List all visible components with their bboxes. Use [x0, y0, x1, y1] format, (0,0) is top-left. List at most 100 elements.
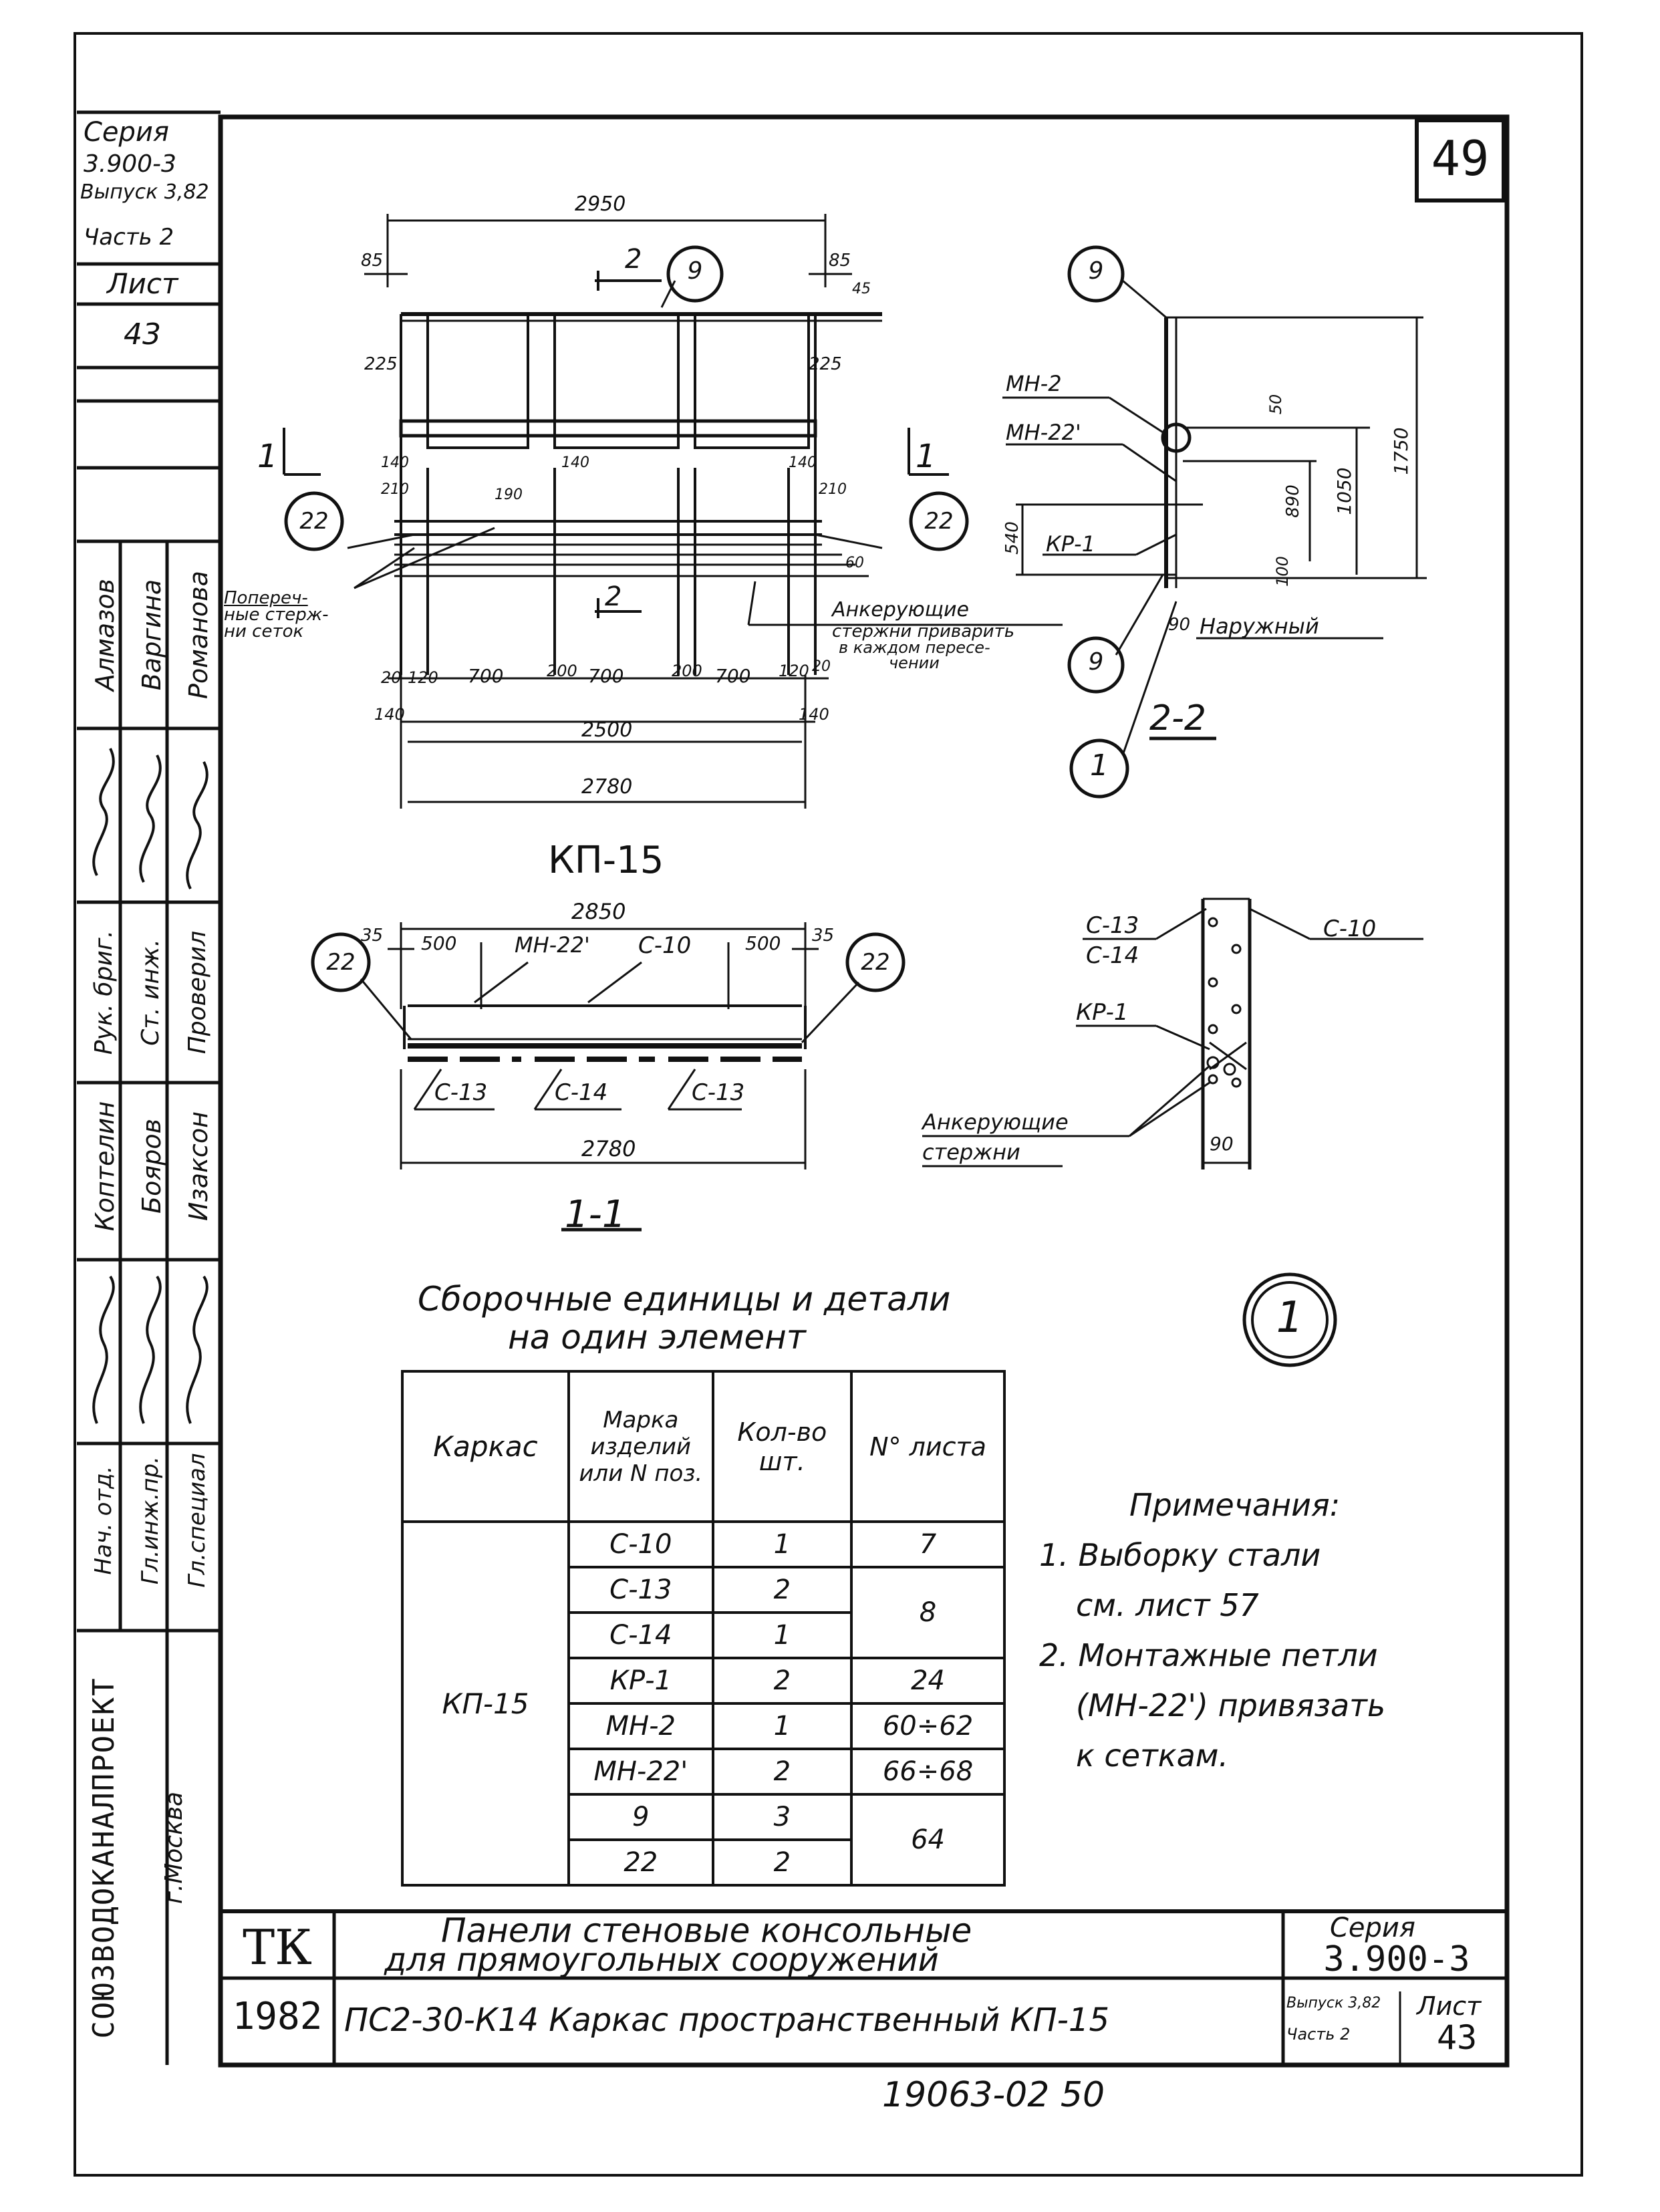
callout-1-s22: 1 [1090, 748, 1109, 783]
detail-label-anchor-1: Анкерующие [922, 1109, 1069, 1135]
section-mark-2-bottom: 2 [605, 581, 622, 612]
th-qty: Кол-во шт. [711, 1370, 853, 1523]
dim-500-left: 500 [421, 932, 457, 954]
table-row-mark: С-14 [567, 1611, 714, 1659]
dim-140-a: 140 [381, 454, 409, 471]
dim-2780-s11: 2780 [581, 1136, 636, 1161]
detail-label-c10: С-10 [1323, 916, 1377, 942]
table-row-sheet: 66÷68 [850, 1748, 1006, 1796]
table-row-mark: МН-2 [567, 1702, 714, 1750]
th-frame: Каркас [401, 1370, 570, 1523]
dim-35-right: 35 [812, 926, 835, 946]
tb-title-2: для прямоугольных сооружений [384, 1941, 939, 1979]
dim-225-left: 225 [364, 354, 398, 374]
table-row-qty: 2 [711, 1566, 853, 1614]
group-kp15: КП-15 [401, 1520, 570, 1887]
stamp-role-6: Гл.специал [184, 1453, 211, 1588]
dim-540: 540 [1002, 521, 1022, 555]
kp15-title: КП-15 [548, 839, 664, 882]
dim-700-b: 700 [588, 665, 624, 687]
tb-subtitle: ПС2-30-К14 Каркас пространственный КП-15 [344, 2001, 1109, 2039]
tb-issue: Выпуск 3,82 [1286, 1995, 1381, 2012]
notes-line-2: см. лист 57 [1076, 1587, 1259, 1623]
note-anchor-4: чении [889, 654, 940, 672]
note-anchor-1: Анкерующие [832, 598, 969, 621]
dim-35-left: 35 [361, 926, 384, 946]
dim-700-a: 700 [468, 665, 504, 687]
dim-50: 50 [1266, 394, 1285, 415]
dim-210-left: 210 [381, 481, 409, 498]
stamp-name-1: Алмазов [90, 578, 120, 692]
dim-100: 100 [1273, 556, 1292, 587]
spec-table: Каркас Марка изделий или N поз. Кол-во ш… [401, 1370, 1006, 1887]
label-c14: С-14 [555, 1079, 608, 1106]
table-row-mark: С-13 [567, 1566, 714, 1614]
stamp-sheet-value: 43 [124, 317, 161, 352]
dim-140-b: 140 [561, 454, 589, 471]
dim-2850: 2850 [571, 899, 626, 924]
callout-22-s11-right: 22 [861, 949, 890, 976]
callout-9-top: 9 [687, 257, 703, 285]
dim-20-right: 20 [812, 658, 831, 675]
dim-1750: 1750 [1390, 427, 1412, 475]
tb-series-value: 3.900-3 [1323, 1939, 1470, 1979]
section-mark-2-top: 2 [625, 244, 642, 275]
dim-225-right: 225 [809, 354, 842, 374]
dim-190: 190 [495, 487, 523, 503]
dim-140-br: 140 [799, 705, 829, 724]
th-mark: Марка изделий или N поз. [567, 1370, 714, 1523]
stamp-name-3: Романова [184, 571, 213, 699]
section-title-2-2: 2-2 [1149, 698, 1206, 738]
stamp-part: Часть 2 [84, 224, 174, 251]
tb-year: 1982 [232, 1995, 323, 2038]
callout-22-right: 22 [924, 508, 954, 535]
table-row-sheet: 60÷62 [850, 1702, 1006, 1750]
dim-90-s22: 90 [1168, 615, 1191, 635]
label-outer: Наружный [1200, 613, 1319, 639]
table-row-qty: 1 [711, 1702, 853, 1750]
section-mark-1-left: 1 [257, 438, 278, 475]
stamp-org: СОЮЗВОДОКАНАЛПРОЕКТ [87, 1677, 121, 2039]
note-cross-bars-2: ные стерж- [224, 605, 329, 625]
table-row-qty: 2 [711, 1748, 853, 1796]
notes-line-1: 1. Выборку стали [1039, 1537, 1321, 1573]
label-c13-a: С-13 [434, 1079, 488, 1106]
footer-code: 19063-02 50 [882, 2075, 1105, 2115]
dim-210-right: 210 [819, 481, 847, 498]
callout-22-s11-left: 22 [326, 949, 356, 976]
notes-line-4: (МН-22') привязать [1076, 1687, 1386, 1723]
table-row-qty: 1 [711, 1520, 853, 1568]
dim-200-b: 200 [672, 662, 702, 680]
table-row-sheet: 7 [850, 1520, 1006, 1568]
table-row-mark: КР-1 [567, 1657, 714, 1705]
stamp-name-2: Варгина [137, 579, 166, 691]
dim-85-right: 85 [829, 251, 851, 271]
detail-dim-90: 90 [1210, 1133, 1234, 1155]
detail-label-kp1: КР-1 [1076, 999, 1129, 1026]
callout-22-left: 22 [299, 508, 329, 535]
detail-label-anchor-2: стержни [922, 1139, 1020, 1165]
spec-title-2: на один элемент [508, 1318, 806, 1357]
tb-sheet-value: 43 [1437, 2018, 1478, 2057]
table-row-qty: 2 [711, 1657, 853, 1705]
stamp-role-4: Нач. отд. [90, 1466, 117, 1575]
label-mn22: МН-22' [1006, 420, 1081, 445]
tb-tk: ТК [243, 1919, 312, 1975]
stamp-issue: Выпуск 3,82 [80, 180, 209, 204]
notes-title: Примечания: [1129, 1487, 1341, 1523]
detail-label-c14: С-14 [1086, 942, 1139, 969]
dim-200-a: 200 [547, 662, 577, 680]
dim-140-bl: 140 [374, 705, 405, 724]
table-row-mark: 22 [567, 1838, 714, 1887]
dim-2500: 2500 [581, 718, 633, 742]
label-mn2: МН-2 [1006, 371, 1062, 396]
detail-label-c13: С-13 [1086, 912, 1139, 939]
label-c10-s11: С-10 [638, 932, 692, 959]
table-row-sheet: 64 [850, 1793, 1006, 1887]
table-row-qty: 1 [711, 1611, 853, 1659]
label-mn22-s11: МН-22' [515, 932, 590, 958]
dim-85-left: 85 [361, 251, 384, 271]
section-mark-1-right: 1 [916, 438, 936, 475]
signatures [92, 748, 209, 1424]
